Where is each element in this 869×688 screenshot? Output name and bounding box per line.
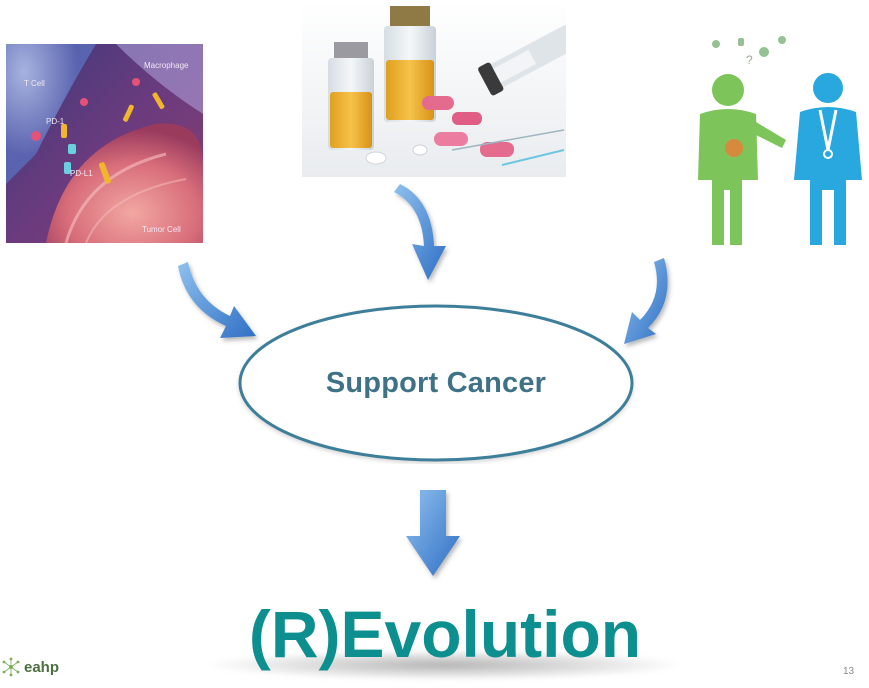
eahp-logo-text: eahp	[24, 658, 60, 676]
label-macrophage: Macrophage	[144, 61, 189, 70]
title-shadow	[210, 650, 680, 680]
slide-number: 13	[843, 666, 855, 677]
immune-cells-image: T Cell Macrophage Tumor Cell PD-1 PD-L1	[6, 44, 203, 243]
doctor-patient-image: ?	[686, 30, 869, 245]
support-cancer-ellipse	[238, 304, 634, 462]
arrow-left-to-center	[178, 262, 256, 338]
eahp-logo: eahp	[0, 650, 90, 684]
arrow-top-to-center	[394, 184, 446, 280]
title-block: (R)Evolution	[210, 592, 680, 688]
arrow-center-to-title	[406, 490, 460, 576]
label-pdl1: PD-L1	[70, 169, 93, 178]
svg-text:?: ?	[746, 53, 753, 67]
arrow-right-to-center	[624, 258, 668, 344]
eahp-logo-icon	[2, 657, 20, 677]
label-t-cell: T Cell	[24, 79, 45, 88]
revolution-title: (R)Evolution	[248, 597, 642, 671]
label-pd1: PD-1	[46, 117, 65, 126]
label-tumor-cell: Tumor Cell	[142, 225, 181, 234]
center-label: Support Cancer	[325, 366, 547, 399]
medicines-image	[302, 0, 566, 177]
